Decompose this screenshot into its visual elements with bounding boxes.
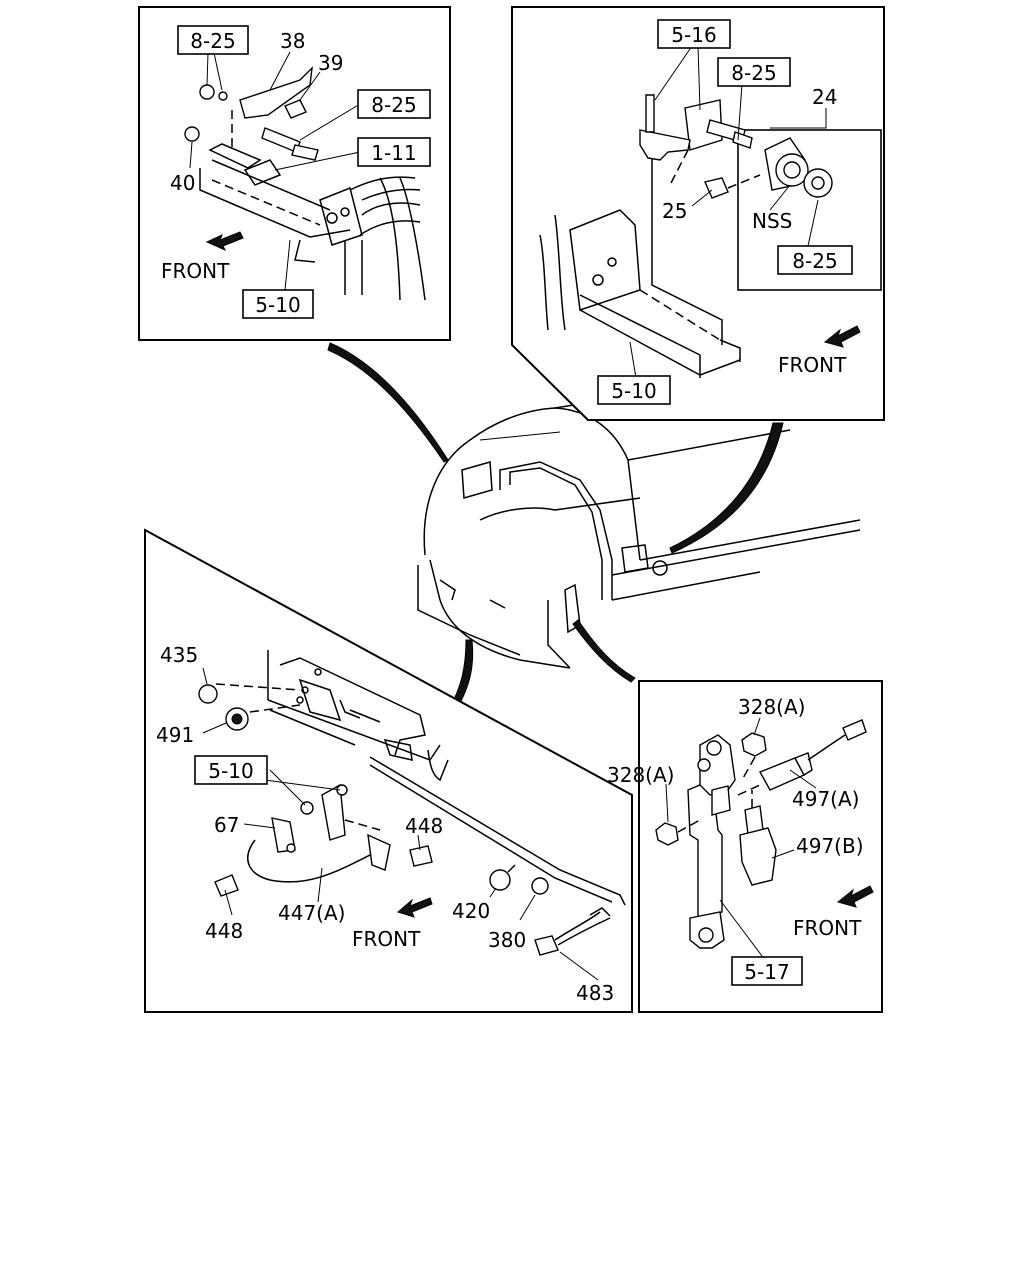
label-38: 38 [280, 29, 305, 53]
label-483: 483 [576, 981, 614, 1005]
label-67: 67 [214, 813, 239, 837]
label-40: 40 [170, 171, 195, 195]
label-491: 491 [156, 723, 194, 747]
ref-box-5-10-b: 5-10 [611, 379, 656, 403]
front-direction-label: FRONT [161, 259, 230, 283]
ref-box-5-10: 5-10 [255, 293, 300, 317]
ref-box-5-17: 5-17 [744, 960, 789, 984]
front-direction-label-c: FRONT [352, 927, 421, 951]
label-448-b: 448 [205, 919, 243, 943]
front-direction-label-b: FRONT [778, 353, 847, 377]
panel-bottom-right: 5-17 328(A) 328(A) 497(A) 497(B) FRONT [607, 680, 883, 1013]
label-420: 420 [452, 899, 490, 923]
leader-curves [327, 342, 784, 713]
ref-box-8-25-c: 8-25 [731, 61, 776, 85]
label-380: 380 [488, 928, 526, 952]
truck-cab-overview [417, 374, 861, 669]
ref-box-1-11: 1-11 [371, 141, 416, 165]
label-328a-top: 328(A) [738, 695, 805, 719]
label-497b: 497(B) [796, 834, 864, 858]
ref-box-5-10-c: 5-10 [208, 759, 253, 783]
label-447a: 447(A) [278, 901, 345, 925]
label-448-a: 448 [405, 814, 443, 838]
label-24: 24 [812, 85, 837, 109]
ref-box-8-25-b: 8-25 [371, 93, 416, 117]
panel-top-right: 5-16 8-25 8-25 5-10 24 25 NSS FRONT [511, 6, 885, 421]
label-328a-left: 328(A) [607, 763, 674, 787]
label-435: 435 [160, 643, 198, 667]
label-497a: 497(A) [792, 787, 859, 811]
ref-box-5-16: 5-16 [671, 23, 716, 47]
label-39: 39 [318, 51, 343, 75]
front-direction-label-d: FRONT [793, 916, 862, 940]
ref-box-8-25-a: 8-25 [190, 29, 235, 53]
panel-bottom-left: 5-10 435 491 67 448 448 447(A) 420 380 4… [144, 528, 633, 1013]
label-25: 25 [662, 199, 687, 223]
label-nss: NSS [752, 209, 792, 233]
panel-top-left: 8-25 8-25 1-11 5-10 38 39 40 FRONT [138, 6, 451, 341]
ref-box-8-25-d: 8-25 [792, 249, 837, 273]
